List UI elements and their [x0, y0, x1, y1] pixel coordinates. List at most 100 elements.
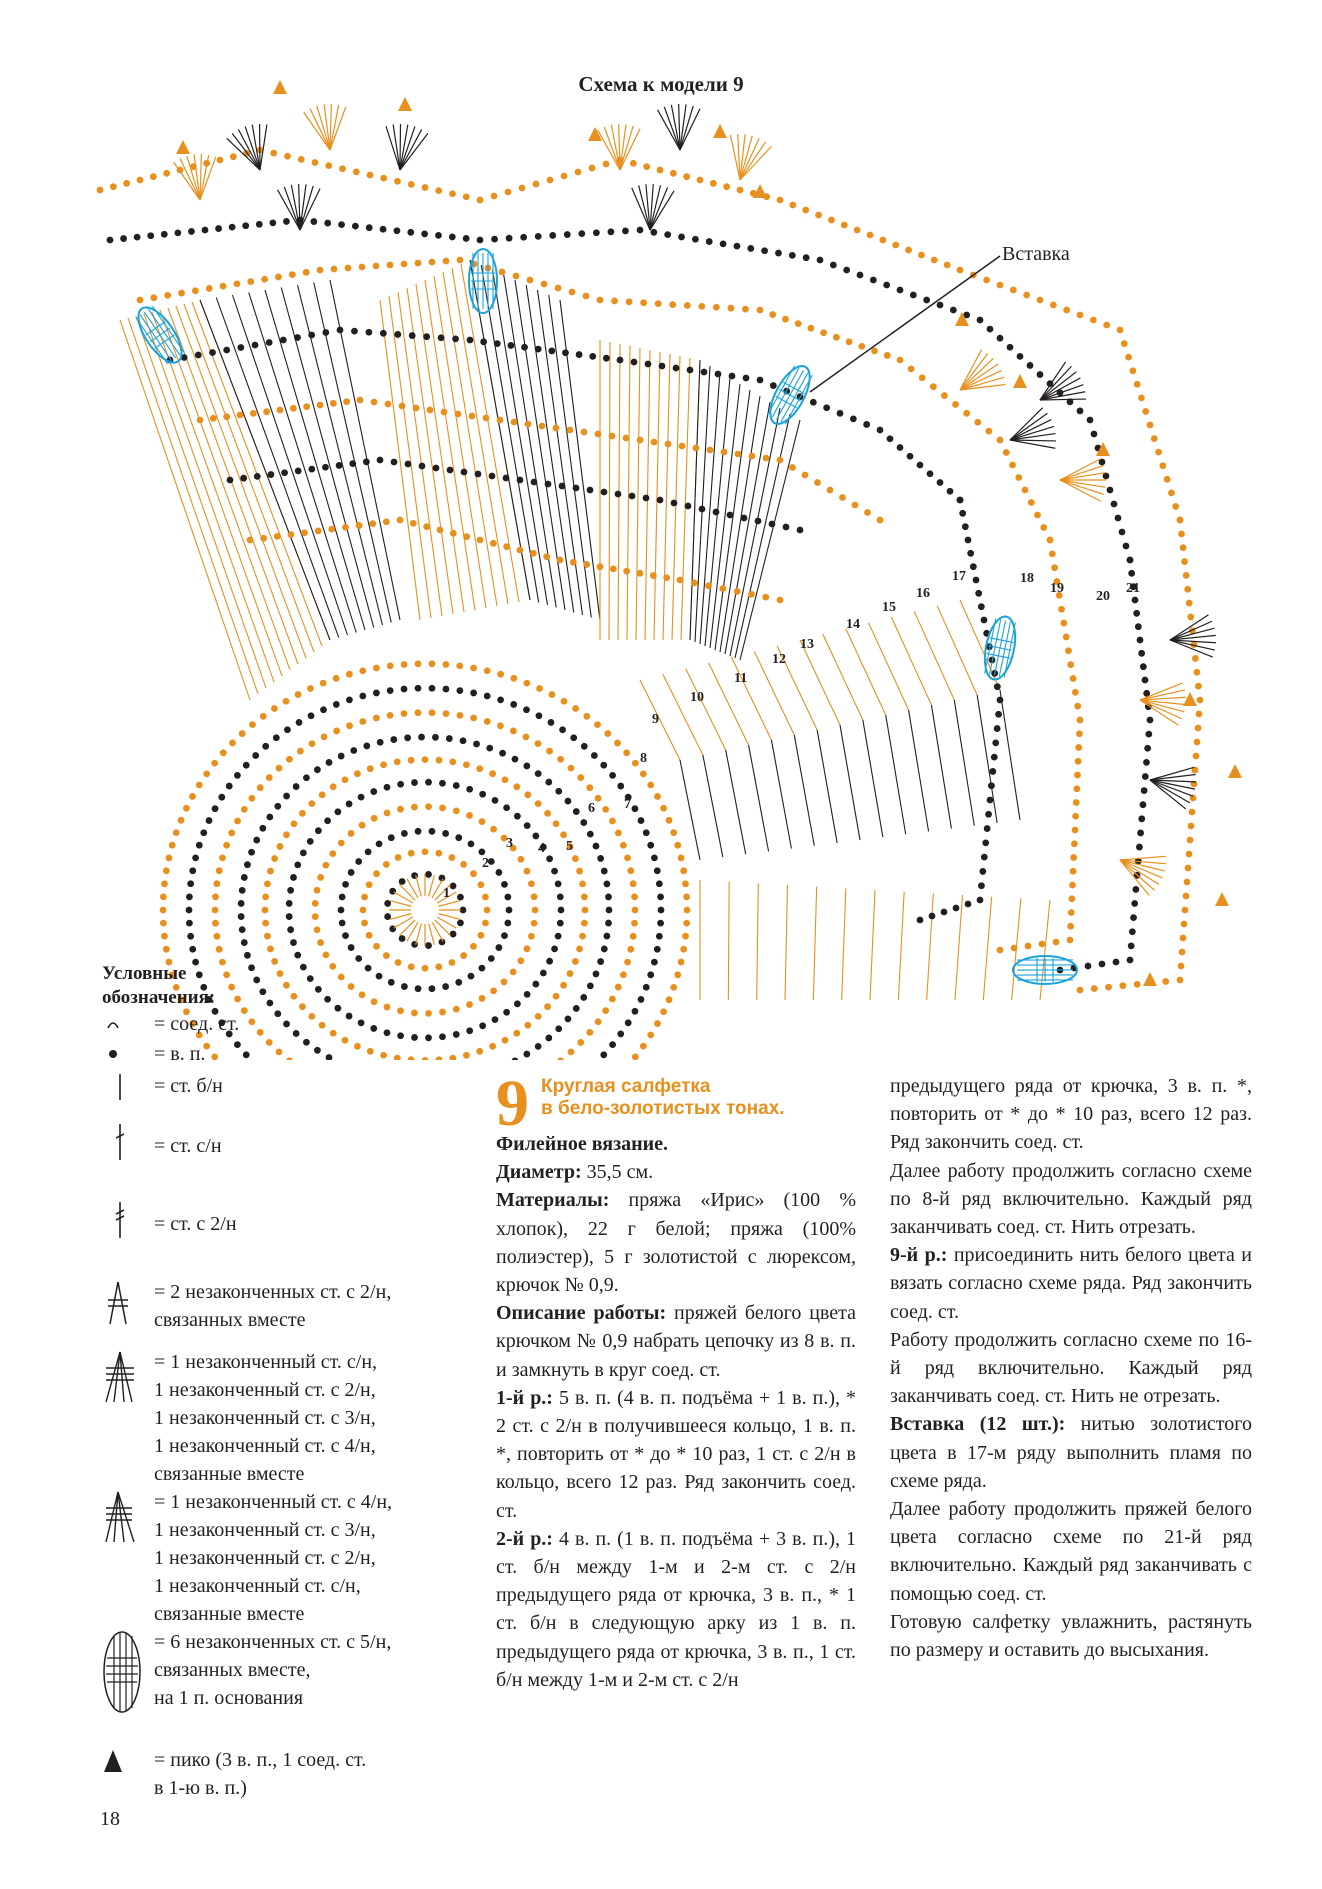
chain-dot — [594, 1018, 602, 1026]
shell-stitch — [329, 104, 340, 151]
chain-dot — [1046, 536, 1054, 544]
chain-dot — [262, 919, 270, 927]
chain-dot — [583, 561, 591, 568]
stitch-column — [469, 259, 531, 601]
shell-stitch — [1039, 398, 1087, 401]
stitch — [428, 875, 435, 897]
chain-dot — [510, 701, 518, 708]
chain-dot — [283, 1020, 290, 1028]
chain-dot — [242, 1051, 250, 1059]
flame-outline — [1012, 954, 1078, 986]
chain-dot — [608, 432, 616, 440]
chain-dot — [500, 978, 508, 986]
shell-stitch — [1119, 855, 1166, 861]
shell-stitch — [1119, 859, 1165, 872]
row-number-label: 18 — [1020, 571, 1034, 586]
stitch-column — [845, 628, 887, 716]
chain-dot — [683, 919, 691, 927]
chain-dot — [562, 349, 569, 357]
chain-dot — [560, 981, 567, 989]
shell-stitch — [679, 105, 694, 151]
chain-dot — [883, 352, 891, 359]
chain-dot — [586, 982, 594, 990]
chain-dot — [287, 926, 295, 934]
diagram-rows — [96, 146, 1204, 1060]
chain-dot — [253, 836, 261, 844]
chain-dot — [237, 913, 245, 920]
chain-dot — [1138, 394, 1145, 402]
chain-dot — [637, 817, 645, 824]
cluster4-rev-icon — [98, 1488, 154, 1552]
chain-dot — [592, 970, 600, 978]
chain-dot — [324, 817, 332, 825]
stitch-column — [662, 674, 704, 756]
tr2tog-icon — [98, 1278, 154, 1334]
chain-dot — [1136, 843, 1143, 851]
chain-dot — [579, 932, 586, 940]
stitch-column — [897, 891, 905, 1001]
description-value: пряжей белого цвета крючком № 0,9 набрат… — [496, 1302, 856, 1381]
chain-dot — [448, 854, 456, 861]
chain-dot — [414, 827, 422, 835]
chain-dot — [524, 791, 532, 799]
chain-dot — [195, 841, 203, 849]
chain-dot — [335, 462, 343, 469]
chain-dot — [229, 153, 237, 161]
chain-dot — [647, 1031, 655, 1039]
chain-dot — [507, 342, 515, 349]
chain-dot — [180, 354, 188, 361]
chain-dot — [294, 467, 302, 475]
chain-dot — [756, 376, 764, 384]
chain-dot — [682, 932, 689, 940]
chain-dot — [592, 229, 600, 237]
chain-dot — [274, 802, 282, 810]
row-number-label: 12 — [772, 652, 786, 667]
chain-dot — [316, 401, 324, 409]
stitch-column — [296, 284, 384, 626]
chain-dot — [650, 854, 658, 862]
chain-dot — [996, 696, 1004, 704]
chain-dot — [467, 972, 475, 980]
chain-dot — [136, 176, 144, 184]
chain-dot — [517, 855, 525, 863]
chain-dot — [629, 932, 637, 940]
chain-dot — [571, 958, 579, 965]
chain-dot — [976, 896, 984, 904]
chain-dot — [1021, 486, 1029, 494]
shell-stitch — [1039, 377, 1081, 401]
chain-dot — [432, 733, 439, 741]
chain-dot — [449, 882, 457, 890]
flame-outline — [769, 365, 811, 425]
shell-stitch — [1119, 859, 1160, 885]
stitch-column — [689, 359, 701, 641]
shell-stitch — [679, 104, 687, 151]
chain-dot — [322, 951, 330, 959]
chain-dot — [669, 169, 677, 177]
chain-dot — [234, 1041, 241, 1049]
chain-dot — [244, 861, 251, 869]
chain-dot — [801, 471, 809, 479]
chain-dot — [183, 804, 190, 812]
shell-stitch — [199, 156, 217, 201]
row-number-label: 13 — [800, 637, 814, 652]
chain-dot — [647, 841, 655, 849]
chain-dot — [238, 926, 246, 933]
row-number-label: 4 — [538, 841, 545, 856]
chain-dot — [524, 1021, 532, 1029]
chain-dot — [442, 685, 450, 693]
chain-dot — [267, 471, 275, 478]
stitch-column — [514, 279, 566, 611]
stitch-column — [480, 264, 540, 603]
chain-dot — [647, 781, 655, 789]
chain-dot — [858, 342, 866, 350]
chain-dot — [205, 285, 213, 292]
chain-dot — [483, 718, 491, 725]
chain-dot — [390, 736, 398, 743]
picot-mark — [588, 127, 602, 141]
chain-dot — [691, 235, 699, 243]
chain-dot — [407, 756, 415, 764]
stitch — [393, 916, 414, 929]
chain-dot — [829, 261, 837, 269]
chain-dot — [462, 193, 470, 201]
chain-dot — [1159, 462, 1167, 470]
